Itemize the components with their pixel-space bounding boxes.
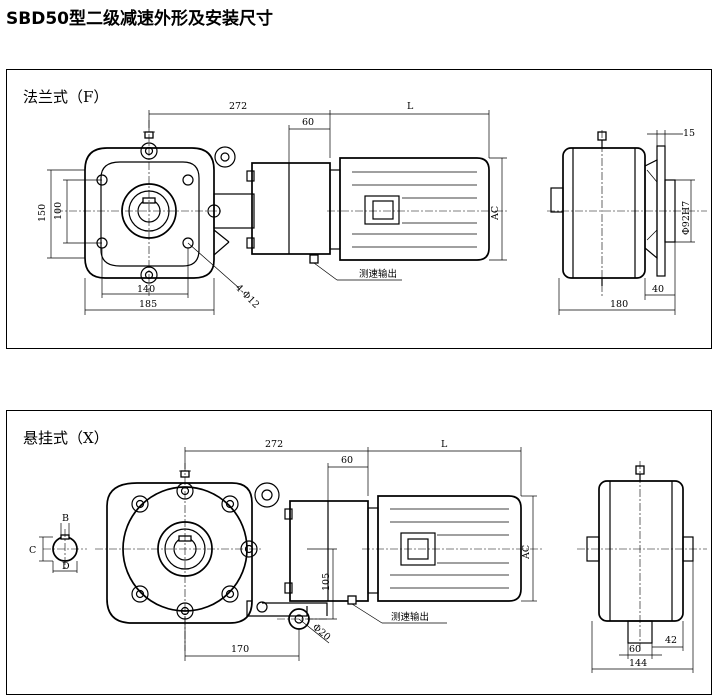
hanging-key-section: B C D bbox=[29, 513, 87, 573]
flange-gearbox-front bbox=[84, 131, 236, 284]
hanging-motor bbox=[362, 495, 542, 602]
hanging-dim-272: 272 bbox=[265, 439, 283, 450]
hanging-dim-60: 60 bbox=[341, 455, 353, 466]
hanging-dim-60b: 60 bbox=[629, 644, 641, 655]
hanging-label: 悬挂式（X） bbox=[23, 429, 109, 447]
flange-side-view bbox=[550, 131, 676, 286]
flange-dim-L: L bbox=[407, 101, 414, 112]
hanging-gearbox-front bbox=[106, 470, 280, 624]
page-title: SBD50型二级减速外形及安装尺寸 bbox=[6, 9, 273, 29]
hanging-side-view bbox=[586, 465, 694, 644]
flange-dim-140: 140 bbox=[137, 284, 155, 295]
flange-dim-272: 272 bbox=[229, 101, 247, 112]
hanging-panel: 悬挂式（X） B C D bbox=[6, 410, 712, 695]
flange-motor bbox=[327, 157, 507, 261]
hanging-dim-B: B bbox=[62, 513, 69, 524]
flange-dim-15: 15 bbox=[683, 128, 695, 139]
flange-label: 法兰式（F） bbox=[23, 88, 109, 106]
hanging-dim-C: C bbox=[29, 545, 36, 556]
flange-dim-100: 100 bbox=[53, 202, 64, 220]
hanging-dim-D: D bbox=[62, 561, 70, 572]
flange-dim-40: 40 bbox=[652, 284, 664, 295]
flange-drawing: 测速输出 4-Φ12 272 60 L AC 150 100 bbox=[37, 101, 707, 315]
flange-panel: 法兰式（F） bbox=[6, 69, 712, 349]
hanging-sensor-label: 测速输出 bbox=[391, 611, 429, 623]
hanging-drawing: B C D bbox=[29, 439, 707, 673]
flange-sensor-label: 测速输出 bbox=[359, 268, 397, 280]
flange-dim-185: 185 bbox=[139, 299, 157, 310]
hanging-dim-170: 170 bbox=[231, 644, 249, 655]
flange-dim-180: 180 bbox=[610, 299, 628, 310]
hanging-dim-L: L bbox=[441, 439, 448, 450]
flange-dim-60: 60 bbox=[302, 117, 314, 128]
hanging-dim-AC: AC bbox=[521, 545, 532, 560]
flange-dim-150: 150 bbox=[37, 204, 48, 222]
flange-hole-label: 4-Φ12 bbox=[233, 282, 261, 310]
hanging-dim-144: 144 bbox=[629, 658, 647, 669]
hanging-dim-42: 42 bbox=[665, 635, 677, 646]
flange-second-stage bbox=[246, 162, 331, 264]
flange-dim-spigot: Φ92H7 bbox=[681, 201, 692, 235]
hanging-pin-label: Φ20 bbox=[310, 622, 332, 643]
hanging-dim-105: 105 bbox=[321, 573, 332, 591]
flange-dim-AC: AC bbox=[490, 206, 501, 221]
